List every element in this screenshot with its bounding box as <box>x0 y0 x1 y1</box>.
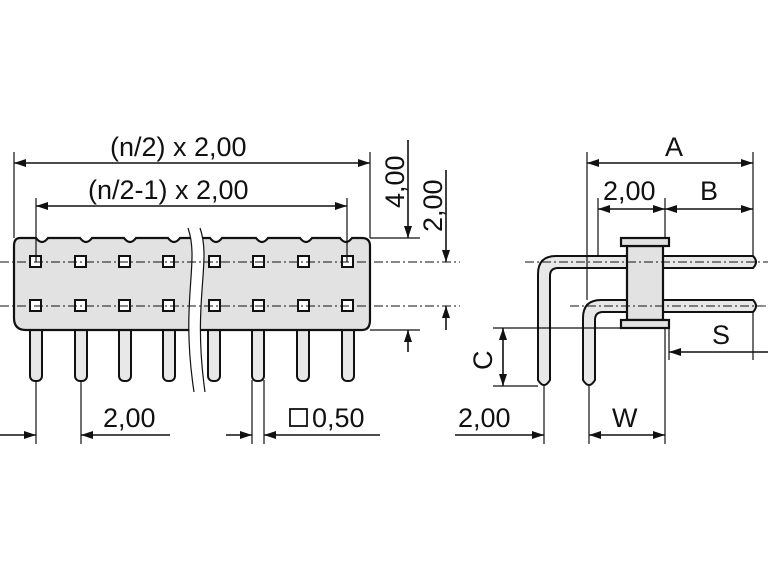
dim-pitch-side-label: 2,00 <box>603 176 656 206</box>
dim-w-label: W <box>612 403 638 433</box>
dim-left-side-label: 2,00 <box>458 403 511 433</box>
front-view <box>0 227 460 393</box>
dim-b-label: B <box>700 176 718 206</box>
front-dimensions: (n/2) x 2,00 (n/2-1) x 2,00 2,00 0,50 4,… <box>0 132 450 444</box>
side-dimensions: A 2,00 B S C 2,00 W <box>455 132 768 444</box>
front-contacts <box>29 255 354 312</box>
front-pins <box>29 324 355 382</box>
side-view <box>525 236 768 386</box>
row-pitch-label: 2,00 <box>418 179 448 232</box>
total-width-label: (n/2) x 2,00 <box>110 132 247 162</box>
inner-width-label: (n/2-1) x 2,00 <box>88 175 249 205</box>
bottom-pitch-label: 2,00 <box>103 403 156 433</box>
height-total-label: 4,00 <box>380 155 410 208</box>
side-pin-upper <box>537 255 757 386</box>
dim-s-label: S <box>712 320 730 350</box>
dim-a-label: A <box>665 132 683 162</box>
pin-square-label: 0,50 <box>312 403 365 433</box>
dim-c-label: C <box>468 351 498 371</box>
side-body <box>625 244 665 322</box>
square-symbol-icon <box>289 408 308 427</box>
